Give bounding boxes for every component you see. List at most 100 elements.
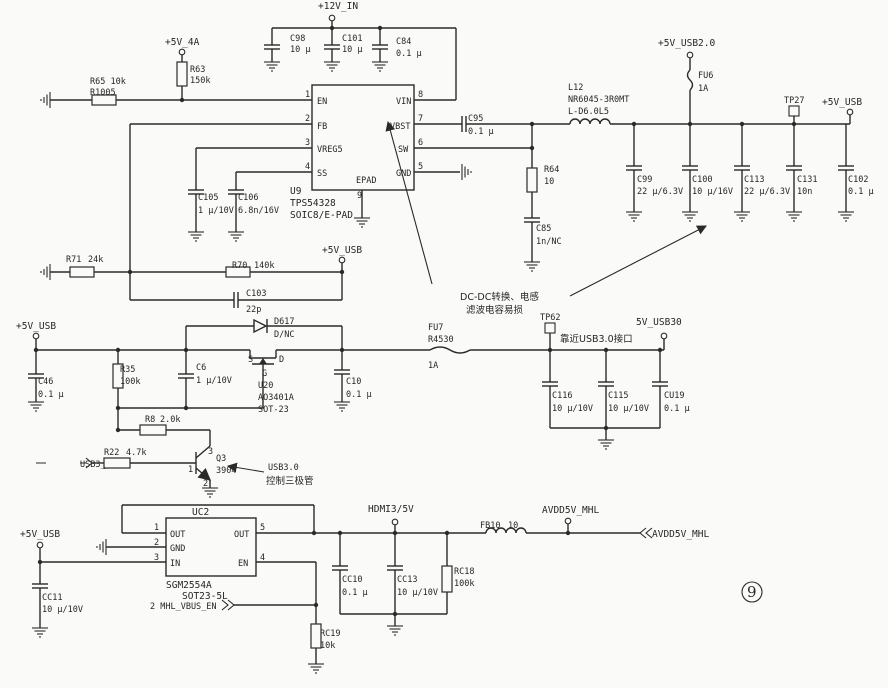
c103-val: 22p <box>246 305 261 315</box>
cc11-val: 10 μ/10V <box>42 605 83 615</box>
u9-pin-ss: SS <box>317 169 327 179</box>
uc2-load-switch: OUT GND IN OUT EN 1 2 3 5 4 UC2 SGM2554A… <box>20 504 709 674</box>
rail-v5-usb-left: +5V_USB <box>16 321 56 332</box>
u20-s: S <box>248 355 253 365</box>
rail-avdd: AVDD5V_MHL <box>542 505 599 516</box>
u9-pin-gnd: GND <box>396 169 411 179</box>
u20-part: AO3401A <box>258 393 294 403</box>
rail-v5-usb30: 5V_USB30 <box>636 317 682 328</box>
c85-val: 1n/NC <box>536 237 562 247</box>
fu7-val2: 1A <box>428 361 438 371</box>
u20-pkg: SOT-23 <box>258 405 289 415</box>
c116-val: 10 μ/10V <box>552 404 593 414</box>
rail-v5-usb-bottom: +5V_USB <box>20 529 60 540</box>
cu19-ref: CU19 <box>664 391 684 401</box>
fb10-val: 10 <box>508 521 518 531</box>
dcdc-note-line2: 滤波电容易损 <box>466 304 524 316</box>
u9-buck-converter: EN FB VREG5 SS VIN VBST SW GND EPAD 1 2 … <box>290 84 472 228</box>
c113-ref: C113 <box>744 175 764 185</box>
fu7-val: R4530 <box>428 335 454 345</box>
u9-pin-sw: SW <box>398 145 409 155</box>
rc19-ref: RC19 <box>320 629 340 639</box>
u20-ref: U20 <box>258 381 273 391</box>
q3-pin1: 1 <box>188 465 193 475</box>
c106-ref: C106 <box>238 193 258 203</box>
q3-val: 3904 <box>216 466 236 476</box>
u9-ref: U9 <box>290 186 302 197</box>
r64-val: 10 <box>544 177 554 187</box>
uc2-pin5-num: 5 <box>260 523 265 533</box>
c115-ref: C115 <box>608 391 628 401</box>
c116-ref: C116 <box>552 391 572 401</box>
cc13-ref: CC13 <box>397 575 417 585</box>
l12-val: NR6045-3R0MT <box>568 95 629 105</box>
c101-ref: C101 <box>342 34 362 44</box>
uc2-ref: UC2 <box>192 507 209 518</box>
tp62-ref: TP62 <box>540 313 560 323</box>
rail-v5-usb2: +5V_USB2.0 <box>658 38 715 49</box>
c84-val: 0.1 μ <box>396 49 422 59</box>
cc10-ref: CC10 <box>342 575 362 585</box>
cc11-ref: CC11 <box>42 593 62 603</box>
u9-pin2-num: 2 <box>305 114 310 124</box>
uc2-pin3-num: 3 <box>154 553 159 563</box>
fu6-val: 1A <box>698 84 708 94</box>
vin12-input-section: +12V_IN C98 10 μ C101 10 μ C84 0.1 μ <box>263 1 457 101</box>
r65-ref: R65 10k <box>90 77 126 87</box>
q3-pin2: 2 <box>203 479 208 489</box>
r65-val: R1005 <box>90 88 116 98</box>
c95-ref: C95 <box>468 114 483 124</box>
uc2-pin-en: EN <box>238 559 248 569</box>
r22-val: 4.7k <box>126 448 146 458</box>
rc19-val: 10k <box>320 641 335 651</box>
uc2-part: SGM2554A <box>166 580 212 591</box>
r71-val: 24k <box>88 255 103 265</box>
c106-val: 6.8n/16V <box>238 206 279 216</box>
l12-ref: L12 <box>568 83 583 93</box>
c102-val: 0.1 μ <box>848 187 874 197</box>
usb3-en-net: USB3_EN <box>80 460 116 470</box>
c98-ref: C98 <box>290 34 305 44</box>
c113-val: 22 μ/6.3V <box>744 187 790 197</box>
d617-val: D/NC <box>274 330 294 340</box>
cu19-val: 0.1 μ <box>664 404 690 414</box>
rail-vin12: +12V_IN <box>318 1 358 12</box>
dcdc-annotation: DC-DC转换、电感 滤波电容易损 <box>385 120 707 316</box>
c85-ref: C85 <box>536 224 551 234</box>
cc13-val: 10 μ/10V <box>397 588 438 598</box>
rc18-ref: RC18 <box>454 567 474 577</box>
u9-pin6-num: 6 <box>418 138 423 148</box>
r64-ref: R64 <box>544 165 559 175</box>
uc2-pin-out5: OUT <box>234 530 249 540</box>
uc2-pkg: SOT23-5L <box>182 591 228 602</box>
uc2-pin1-num: 1 <box>154 523 159 533</box>
r35-ref: R35 <box>120 365 135 375</box>
uc2-pin4-num: 4 <box>260 553 265 563</box>
fu7-ref: FU7 <box>428 323 443 333</box>
c103-ref: C103 <box>246 289 266 299</box>
u9-pin9-num: 9 <box>357 191 362 201</box>
l12-val2: L-D6.0L5 <box>568 107 609 117</box>
buck-output-section: C95 0.1 μ R64 10 C85 1n/NC L12 NR6045-3R… <box>440 38 874 272</box>
usb3-power-switch: +5V_USB C46 0.1 μ R35 100k C6 1 μ/10V <box>16 313 690 450</box>
u9-pin-en: EN <box>317 97 327 107</box>
r8-ref: R8 <box>145 415 155 425</box>
c10-val: 0.1 μ <box>346 390 372 400</box>
rail-v5-usb-mid: +5V_USB <box>322 245 362 256</box>
usb3-ctrl-note-line1: USB3.0 <box>268 463 299 473</box>
c131-cap: C131 10n <box>785 124 817 222</box>
c100-val: 10 μ/16V <box>692 187 733 197</box>
dcdc-note-line1: DC-DC转换、电感 <box>460 291 539 303</box>
q3-control-transistor: R8 2.0k USB3_EN R22 4.7k 1 2 3 Q3 3904 U… <box>36 415 314 498</box>
u9-pin-vreg5: VREG5 <box>317 145 343 155</box>
vreg-ss-caps: C105 1 μ/10V C106 6.8n/16V <box>187 147 290 242</box>
en-divider: +5V_4A R63 150k R65 10k R1005 <box>40 37 290 109</box>
r22-ref: R22 <box>104 448 119 458</box>
figure-number-text: 9 <box>747 583 757 601</box>
fu6-ref: FU6 <box>698 71 713 81</box>
mhl-vbus-en-net: 2 MHL_VBUS_EN <box>150 602 217 612</box>
c131-val: 10n <box>797 187 812 197</box>
c98-val: 10 μ <box>290 45 310 55</box>
d617-ref: D617 <box>274 317 294 327</box>
